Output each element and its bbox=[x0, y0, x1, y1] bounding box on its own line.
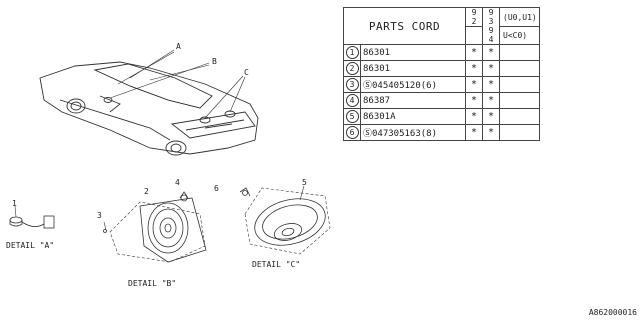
row-number-badge: 6 bbox=[345, 126, 359, 139]
callout-6: 6 bbox=[214, 184, 219, 193]
row-number: 3 bbox=[343, 76, 361, 93]
part-number: 86301 bbox=[360, 60, 466, 77]
row-number-badge: 2 bbox=[345, 62, 359, 75]
detail-b-door-speaker bbox=[103, 191, 207, 263]
fit-mark: * bbox=[482, 92, 500, 109]
table-row: 2 86301 * * bbox=[343, 60, 540, 77]
table-row: 1 86301 * * bbox=[343, 44, 540, 61]
detail-b-label: DETAIL "B" bbox=[128, 279, 176, 288]
row-number: 6 bbox=[343, 124, 361, 141]
variant-cell bbox=[499, 108, 540, 125]
variant-header-2: U<C0) bbox=[499, 26, 540, 45]
fit-mark: * bbox=[465, 124, 483, 141]
callout-b: B bbox=[212, 57, 217, 66]
year-code-spacer bbox=[465, 26, 483, 45]
parts-table: PARTS CORD 9 2 9 3 9 4 (U0,U1) U<C0) 1 8… bbox=[343, 7, 540, 141]
row-number: 2 bbox=[343, 60, 361, 77]
fit-mark: * bbox=[465, 108, 483, 125]
year-code: 2 bbox=[471, 17, 477, 26]
callout-5: 5 bbox=[302, 178, 307, 187]
year-code: 9 bbox=[488, 8, 494, 17]
fit-mark: * bbox=[465, 92, 483, 109]
part-number: Ⓢ045405120(6) bbox=[360, 76, 466, 93]
fit-mark: * bbox=[465, 60, 483, 77]
table-row: 5 86301A * * bbox=[343, 108, 540, 125]
callout-4: 4 bbox=[175, 178, 180, 187]
fit-mark: * bbox=[465, 44, 483, 61]
variant-cell bbox=[499, 44, 540, 61]
detail-a-label: DETAIL "A" bbox=[6, 241, 54, 250]
fit-mark: * bbox=[482, 108, 500, 125]
fit-mark: * bbox=[465, 76, 483, 93]
row-number-badge: 5 bbox=[345, 110, 359, 123]
year-code-col-2: 9 3 9 4 bbox=[482, 7, 500, 45]
detail-a-tweeter bbox=[9, 205, 55, 229]
year-code-col-1: 9 2 bbox=[465, 7, 483, 27]
part-number: Ⓢ047305163(8) bbox=[360, 124, 466, 141]
variant-cell bbox=[499, 60, 540, 77]
fit-mark: * bbox=[482, 76, 500, 93]
year-code: 3 bbox=[488, 17, 494, 26]
row-number-badge: 4 bbox=[345, 94, 359, 107]
variant-cell bbox=[499, 124, 540, 141]
row-number: 5 bbox=[343, 108, 361, 125]
table-header-row: PARTS CORD 9 2 9 3 9 4 (U0,U1) bbox=[343, 7, 540, 45]
fit-mark: * bbox=[482, 60, 500, 77]
fit-mark: * bbox=[482, 44, 500, 61]
callout-a: A bbox=[176, 42, 181, 51]
year-code: 9 bbox=[488, 26, 494, 35]
fit-mark: * bbox=[482, 124, 500, 141]
row-number-badge: 3 bbox=[345, 78, 359, 91]
variant-header-1: (U0,U1) bbox=[499, 7, 540, 27]
detail-c-label: DETAIL "C" bbox=[252, 260, 300, 269]
callout-c: C bbox=[244, 68, 249, 77]
row-number: 4 bbox=[343, 92, 361, 109]
table-row: 6 Ⓢ047305163(8) * * bbox=[343, 124, 540, 141]
car-illustration bbox=[39, 61, 259, 156]
variant-cell bbox=[499, 92, 540, 109]
callout-3: 3 bbox=[97, 211, 102, 220]
table-row: 3 Ⓢ045405120(6) * * bbox=[343, 76, 540, 93]
year-code: 4 bbox=[488, 35, 494, 44]
diagram-code: A862000016 bbox=[588, 308, 637, 317]
callout-1: 1 bbox=[12, 199, 17, 208]
table-row: 4 86387 * * bbox=[343, 92, 540, 109]
row-number-badge: 1 bbox=[345, 46, 359, 59]
detail-c-rear-speaker bbox=[239, 185, 331, 255]
part-number: 86301 bbox=[360, 44, 466, 61]
part-number: 86301A bbox=[360, 108, 466, 125]
table-header-title: PARTS CORD bbox=[343, 7, 466, 45]
callout-2: 2 bbox=[144, 187, 149, 196]
year-code: 9 bbox=[471, 8, 477, 17]
part-number: 86387 bbox=[360, 92, 466, 109]
row-number: 1 bbox=[343, 44, 361, 61]
variant-cell bbox=[499, 76, 540, 93]
